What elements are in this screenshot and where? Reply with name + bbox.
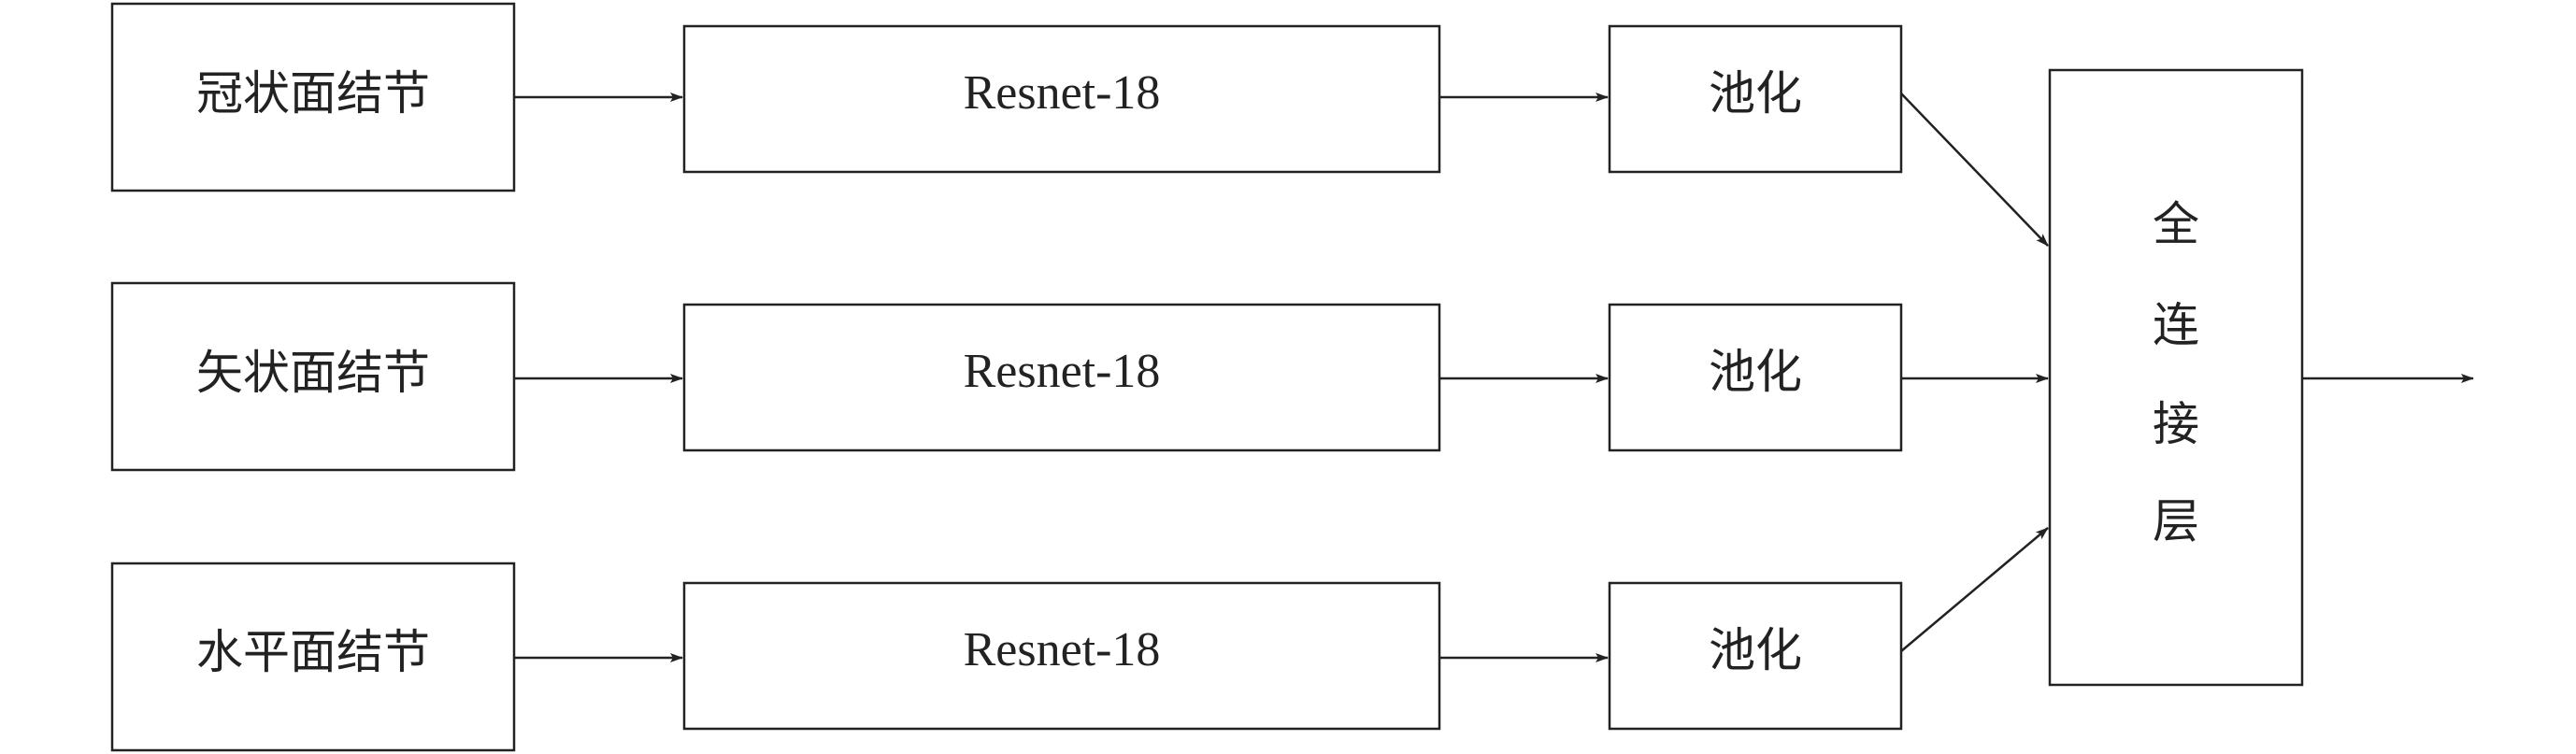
arrow-pool-to-fc-1 <box>1900 92 2049 247</box>
row-coronal: 冠状面结节 Resnet-18 池化 <box>110 2 2049 247</box>
resnet-label-2: Resnet-18 <box>964 345 1161 398</box>
pool-label-3: 池化 <box>1709 623 1802 677</box>
resnet-box-3 <box>682 581 1441 731</box>
resnet-label-1: Resnet-18 <box>964 66 1161 120</box>
resnet-label-3: Resnet-18 <box>964 623 1161 676</box>
pool-label-2: 池化 <box>1709 345 1802 399</box>
pool-box-2 <box>1608 303 1903 452</box>
input-label-sagittal: 矢状面结节 <box>196 346 430 400</box>
fc-label-char-3: 接 <box>2153 397 2199 451</box>
fc-label-char-4: 层 <box>2153 494 2199 548</box>
input-label-coronal: 冠状面结节 <box>196 66 430 121</box>
pool-label-1: 池化 <box>1709 66 1802 121</box>
fc-label-char-1: 全 <box>2153 197 2199 251</box>
input-box-sagittal <box>110 281 516 472</box>
fc-label-char-2: 连 <box>2153 298 2199 352</box>
arrow-pool-to-fc-3 <box>1900 527 2049 652</box>
fc-layer: 全 连 接 层 <box>2048 68 2474 687</box>
resnet-box-1 <box>682 24 1441 174</box>
pool-box-1 <box>1608 24 1903 174</box>
row-axial: 水平面结节 Resnet-18 池化 <box>110 527 2049 752</box>
fc-box <box>2048 68 2304 687</box>
row-sagittal: 矢状面结节 Resnet-18 池化 <box>110 281 2049 472</box>
input-box-coronal <box>110 2 516 192</box>
input-label-axial: 水平面结节 <box>196 625 430 679</box>
input-box-axial <box>110 562 516 752</box>
pool-box-3 <box>1608 581 1903 731</box>
resnet-box-2 <box>682 303 1441 452</box>
